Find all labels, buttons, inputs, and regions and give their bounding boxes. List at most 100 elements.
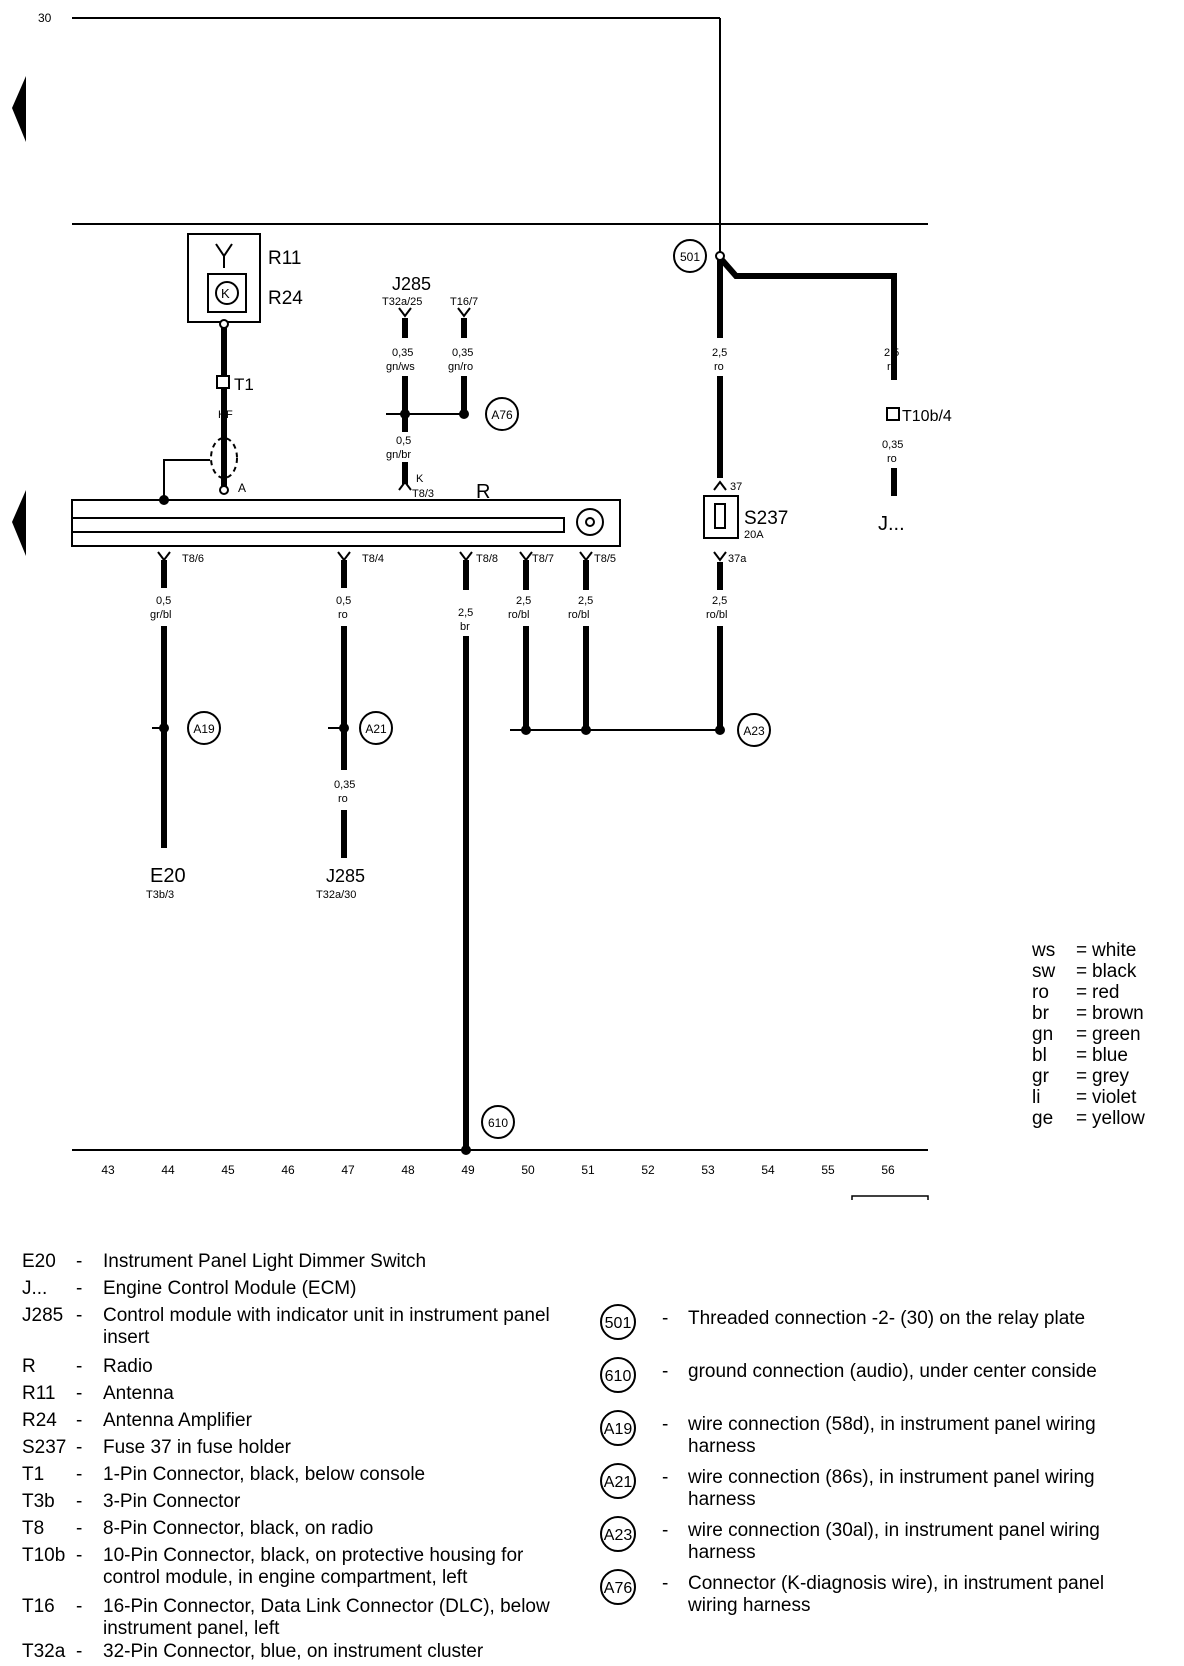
legend-dash: - xyxy=(76,1278,83,1299)
equals-sign: = xyxy=(1076,961,1088,982)
label-r24: R24 xyxy=(268,288,303,309)
color-name: black xyxy=(1092,961,1137,982)
legend-code: T1 xyxy=(22,1464,45,1485)
legend-code: R xyxy=(22,1356,36,1377)
track-number: 56 xyxy=(881,1163,895,1177)
fuse-s237-icon xyxy=(703,495,739,539)
legend-dash: - xyxy=(662,1573,669,1594)
label-s237-rating: 20A xyxy=(744,529,764,541)
wiring-diagram: 30 K R11 R24 T1 HF A R J285 T32a/25 T16/… xyxy=(12,11,952,1200)
legend-desc: 10-Pin Connector, black, on protective h… xyxy=(103,1545,524,1588)
label-s237-in: 37 xyxy=(730,481,742,493)
legend-desc: 3-Pin Connector xyxy=(103,1491,241,1512)
connection-501-icon xyxy=(673,239,707,273)
track-number: 51 xyxy=(581,1163,595,1177)
label-r: R xyxy=(476,481,490,503)
legend-dash: - xyxy=(76,1596,83,1617)
top-track-label: 30 xyxy=(38,11,52,25)
track-number: 49 xyxy=(461,1163,475,1177)
track-number: 55 xyxy=(821,1163,835,1177)
legend-dash: - xyxy=(662,1520,669,1541)
color-name: blue xyxy=(1092,1045,1128,1066)
continuation-arrow-upper xyxy=(12,76,26,142)
wire-color-label: gr/bl xyxy=(150,609,171,621)
connection-610-icon xyxy=(481,1105,515,1139)
connection-a21-icon xyxy=(359,711,393,745)
legend-desc: Threaded connection -2- (30) on the rela… xyxy=(688,1308,1086,1329)
track-number: 47 xyxy=(341,1163,355,1177)
color-key-row: gr=grey xyxy=(1032,1066,1172,1087)
legend-code: R11 xyxy=(22,1383,56,1404)
track-number: 48 xyxy=(401,1163,415,1177)
legend-code: J... xyxy=(22,1278,48,1299)
color-abbr: ge xyxy=(1032,1108,1054,1129)
wire-size-label: 2,5 xyxy=(516,595,531,607)
label-r11: R11 xyxy=(268,248,301,269)
connection-label: A19 xyxy=(193,722,215,736)
legend-dash: - xyxy=(76,1518,83,1539)
legend-desc: Antenna xyxy=(103,1383,174,1404)
amplifier-icon xyxy=(215,281,239,305)
wire-size-label: 0,5 xyxy=(336,595,351,607)
equals-sign: = xyxy=(1076,1108,1088,1129)
amplifier-box xyxy=(207,273,247,313)
label-s237: S237 xyxy=(744,508,788,529)
color-name: yellow xyxy=(1092,1108,1145,1129)
color-abbr: ro xyxy=(1032,982,1049,1003)
color-key-row: li=violet xyxy=(1032,1087,1172,1108)
label-s237-out: 37a xyxy=(728,553,747,565)
legend-dash: - xyxy=(662,1308,669,1329)
legend-code: T3b xyxy=(22,1491,55,1512)
legend-code: T8 xyxy=(22,1518,45,1539)
legend-desc: 8-Pin Connector, black, on radio xyxy=(103,1518,374,1539)
label-hf: HF xyxy=(218,409,233,421)
legend-desc: Control module with indicator unit in in… xyxy=(103,1305,550,1348)
track-number: 52 xyxy=(641,1163,655,1177)
connection-label: A21 xyxy=(365,722,387,736)
legend-desc: ground connection (audio), under center … xyxy=(688,1361,1097,1382)
pin-label: T8/3 xyxy=(412,488,434,500)
color-key-row: gn=green xyxy=(1032,1024,1172,1045)
wire-size-label: 2,5 xyxy=(884,347,899,359)
pin-label: T8/8 xyxy=(476,553,498,565)
wire-color-label: br xyxy=(460,621,470,633)
label-t10b: T10b/4 xyxy=(902,408,952,425)
wire-size-label: 0,5 xyxy=(156,595,171,607)
equals-sign: = xyxy=(1076,982,1088,1003)
color-key: ws=white sw=black ro=red br=brown gn=gre… xyxy=(1032,940,1172,1129)
color-key-row: ro=red xyxy=(1032,982,1172,1003)
equals-sign: = xyxy=(1076,1024,1088,1045)
color-abbr: li xyxy=(1032,1087,1041,1108)
track-number: 44 xyxy=(161,1163,175,1177)
legend-dash: - xyxy=(662,1361,669,1382)
color-name: white xyxy=(1092,940,1137,961)
legend-desc: Engine Control Module (ECM) xyxy=(103,1278,357,1299)
svg-text:K: K xyxy=(221,286,230,301)
antenna-icon xyxy=(215,243,233,268)
track-number: 53 xyxy=(701,1163,715,1177)
label-e20: E20 xyxy=(150,865,186,887)
connection-icon: 610 xyxy=(600,1357,636,1393)
legend-dash: - xyxy=(76,1305,83,1326)
wire-color-label: ro/bl xyxy=(568,609,589,621)
color-name: green xyxy=(1092,1024,1141,1045)
connection-icon: 501 xyxy=(600,1304,636,1340)
continuation-arrow-lower xyxy=(12,490,26,556)
legend-dash: - xyxy=(76,1437,83,1458)
legend-dash: - xyxy=(76,1641,83,1662)
wire-size-label: 2,5 xyxy=(712,347,727,359)
legend-code: R24 xyxy=(22,1410,57,1431)
pin-label: T8/7 xyxy=(532,553,554,565)
connection-a23-icon xyxy=(737,713,771,747)
pin-label: T8/5 xyxy=(594,553,616,565)
track-number: 54 xyxy=(761,1163,775,1177)
legend-desc: 16-Pin Connector, Data Link Connector (D… xyxy=(103,1596,550,1639)
equals-sign: = xyxy=(1076,940,1088,961)
label-j285-top-pin: T32a/25 xyxy=(382,296,422,308)
wire-color-label: gn/br xyxy=(386,449,411,461)
legend-code: S237 xyxy=(22,1437,67,1458)
legend-code: T10b xyxy=(22,1545,66,1566)
legend-desc: Connector (K-diagnosis wire), in instrum… xyxy=(688,1573,1105,1616)
connection-label: A76 xyxy=(491,408,513,422)
legend-dash: - xyxy=(76,1464,83,1485)
